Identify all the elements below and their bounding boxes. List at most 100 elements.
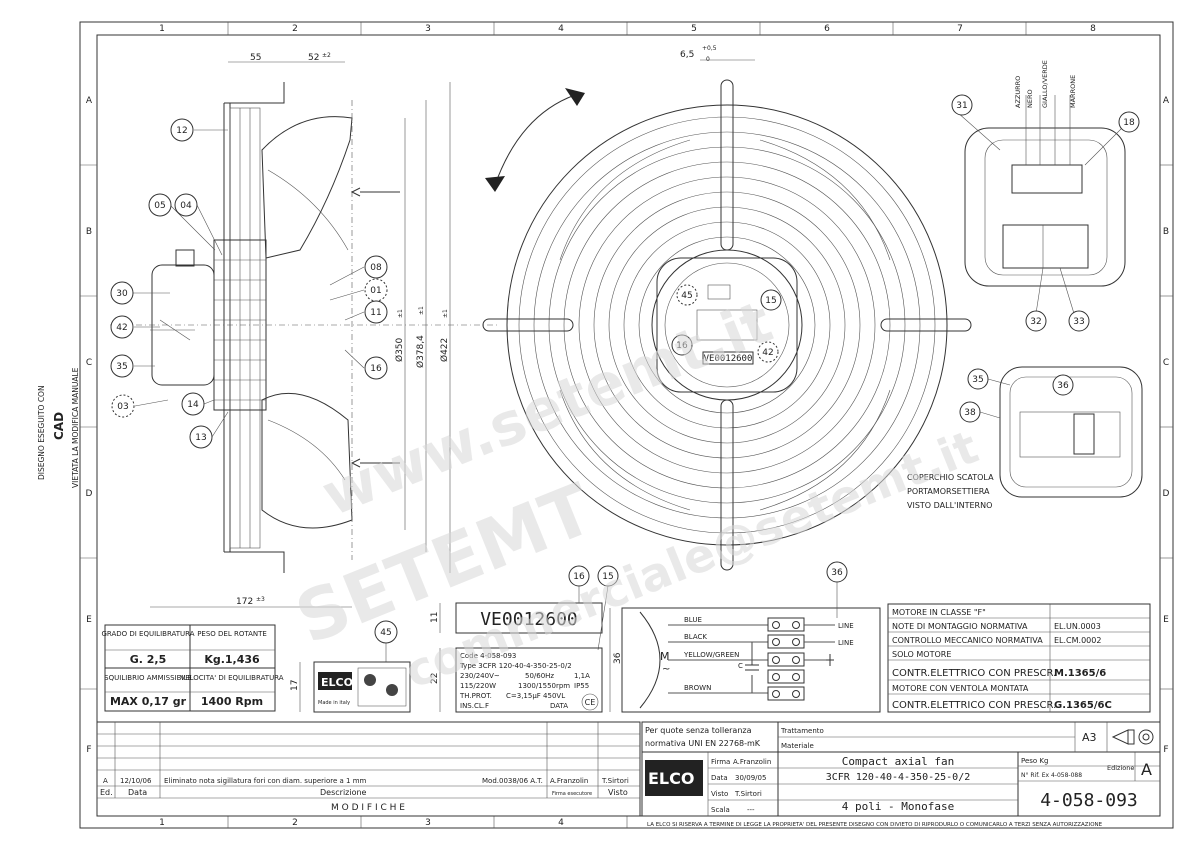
- callout-36-wiring: 36: [831, 568, 843, 578]
- grid-row-a-right: A: [1163, 96, 1170, 106]
- rating-plate: 22 Code 4-058-093 Type 3CFR 120-40-4-350…: [430, 647, 603, 713]
- capacitor-label: C: [738, 662, 743, 670]
- scala-value: ---: [747, 806, 755, 814]
- callout-30: 30: [116, 289, 128, 299]
- visto-value: T.Sirtori: [734, 790, 762, 798]
- peso-label: Peso Kg: [1021, 757, 1048, 765]
- dim-378-tol: ±1: [418, 306, 425, 315]
- callout-15-label: 15: [602, 572, 613, 582]
- plate-frequency: 50/60Hz: [525, 672, 554, 680]
- grid-col-4: 4: [558, 24, 564, 34]
- revision-col-firma: Firma esecutore: [552, 791, 592, 797]
- line-label-1: LINE: [838, 622, 854, 630]
- dim-172-tol: ±3: [256, 596, 265, 603]
- grid-row-d-right: D: [1163, 489, 1170, 499]
- grid-col-1: 1: [159, 24, 165, 34]
- grid-col-2-bottom: 2: [292, 818, 298, 828]
- plate-current: 1,1A: [574, 672, 590, 680]
- plate-type: Type 3CFR 120-40-4-350-25-0/2: [459, 662, 572, 670]
- data-label: Data: [711, 774, 728, 782]
- grid-row-c-right: C: [1163, 358, 1169, 368]
- dim-22: 22: [430, 673, 440, 684]
- logo-label: 45 17 ELCO Made in italy: [290, 620, 411, 713]
- side-callouts: 12 05 04 30 42 35 03 14 13 08 01 11 16: [110, 118, 388, 449]
- callout-08: 08: [370, 263, 382, 273]
- terminal-cover-view: 35 36 38 COPERCHIO SCATOLA PORTAMORSETTI…: [907, 366, 1143, 510]
- callout-16-front: 16: [676, 341, 688, 351]
- notes-table: MOTORE IN CLASSE "F" NOTE DI MONTAGGIO N…: [887, 603, 1151, 713]
- drawing-subtitle: 4 poli - Monofase: [842, 800, 955, 813]
- svg-text:CE: CE: [585, 698, 596, 707]
- data-value: 30/09/05: [735, 774, 766, 782]
- revision-a-visto: T.Sirtori: [601, 777, 629, 785]
- note-row-7-label: CONTR.ELETTRICO CON PRESCR.: [892, 700, 1056, 711]
- cover-note-line3: VISTO DALL'INTERNO: [907, 501, 992, 510]
- revision-col-visto: Visto: [608, 788, 628, 797]
- grid-row-e-right: E: [1163, 615, 1169, 625]
- fan-front-view: VE0012600 6,5 +0,5 0: [482, 45, 972, 571]
- wire-label-brown: BROWN: [684, 684, 711, 692]
- balance-unbalance-header: SQUILIBRIO AMMISSIBILE: [104, 674, 192, 682]
- callout-05: 05: [154, 201, 165, 211]
- revision-a-letter: A: [103, 777, 108, 785]
- side-note-line1: DISEGNO ESEGUITO CON: [37, 385, 46, 480]
- materiale-label: Materiale: [781, 742, 814, 750]
- grid-row-d: D: [86, 489, 93, 499]
- revision-a-date: 12/10/06: [120, 777, 152, 785]
- plate-ip: IP55: [574, 682, 589, 690]
- sheet-format: A3: [1082, 731, 1097, 744]
- balance-unbalance-value: MAX 0,17 gr: [110, 695, 187, 708]
- dim-6-5-tol-dn: 0: [706, 56, 710, 63]
- grid-col-2: 2: [292, 24, 298, 34]
- wire-label-black: BLACK: [684, 633, 707, 641]
- grid-col-4-bottom: 4: [558, 818, 564, 828]
- balance-grade-header: GRADO DI EQUILIBRATURA: [101, 630, 194, 638]
- note-row-2-value: EL.UN.0003: [1054, 622, 1101, 631]
- callout-35: 35: [116, 362, 127, 372]
- revision-col-ed: Ed.: [100, 788, 113, 797]
- logo-made-in: Made in italy: [318, 700, 350, 706]
- drawing-model: 3CFR 120-40-4-350-25-0/2: [826, 772, 971, 783]
- wire-color-azzurro: AZZURRO: [1014, 76, 1022, 108]
- callout-38: 38: [964, 408, 976, 418]
- revision-col-descrizione: Descrizione: [320, 788, 367, 797]
- terminal-box-view: AZZURRO NERO GIALLO/VERDE MARRONE 31 18 …: [951, 60, 1140, 332]
- callout-04: 04: [180, 201, 192, 211]
- note-row-7-value: G.1365/6C: [1054, 700, 1112, 711]
- note-row-4-label: SOLO MOTORE: [892, 650, 951, 659]
- edizione-value: A: [1141, 760, 1152, 779]
- wire-label-yellow-green: YELLOW/GREEN: [683, 651, 739, 659]
- note-row-2-label: NOTE DI MONTAGGIO NORMATIVA: [892, 622, 1028, 631]
- side-note-line2: CAD: [52, 412, 66, 440]
- dim-11: 11: [430, 612, 440, 623]
- callout-11: 11: [370, 308, 381, 318]
- callout-15-front: 15: [765, 296, 776, 306]
- wire-color-marrone: MARRONE: [1069, 75, 1077, 108]
- callout-03: 03: [117, 402, 128, 412]
- plate-data: DATA: [550, 702, 568, 710]
- title-block-brand: ELCO: [648, 769, 694, 788]
- callout-12: 12: [176, 126, 187, 136]
- fan-side-view: [110, 82, 500, 573]
- grid-row-a: A: [86, 96, 93, 106]
- note-row-1-label: MOTORE IN CLASSE "F": [892, 608, 986, 617]
- callout-18: 18: [1123, 118, 1135, 128]
- balance-weight-header: PESO DEL ROTANTE: [197, 630, 267, 638]
- plate-capacitor: C=3,15µF 450VL: [506, 692, 565, 700]
- revision-col-data: Data: [128, 788, 147, 797]
- plate-thprot: TH.PROT.: [459, 692, 492, 700]
- callout-45-front: 45: [681, 291, 692, 301]
- callout-42: 42: [116, 323, 127, 333]
- motor-symbol-sub: ~: [662, 664, 670, 675]
- drawing-title: Compact axial fan: [842, 755, 955, 768]
- dim-350: Ø350: [394, 337, 405, 362]
- motor-symbol: M: [660, 650, 670, 663]
- grid-row-c: C: [86, 358, 92, 368]
- callout-32: 32: [1030, 317, 1041, 327]
- grid-row-f-right: F: [1163, 745, 1168, 755]
- grid-col-3: 3: [425, 24, 431, 34]
- tolerance-note-1: Per quote senza tolleranza: [645, 726, 752, 735]
- callout-36-cover: 36: [1057, 381, 1069, 391]
- dim-6-5: 6,5: [680, 50, 694, 60]
- plate-insulation: INS.CL.F: [460, 702, 489, 710]
